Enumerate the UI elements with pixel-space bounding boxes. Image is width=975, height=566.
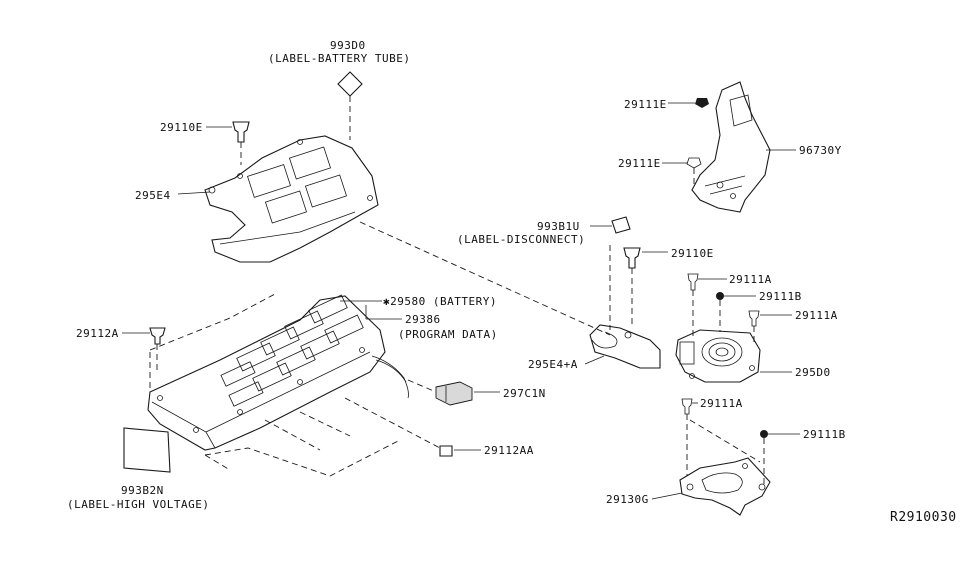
label-96730Y: 96730Y bbox=[766, 144, 842, 157]
battery-modules bbox=[220, 294, 364, 407]
svg-text:993B1U: 993B1U bbox=[537, 220, 580, 233]
svg-text:29111A: 29111A bbox=[700, 397, 743, 410]
svg-text:29112AA: 29112AA bbox=[484, 444, 534, 457]
bolt-29110E-b: 29110E bbox=[623, 247, 714, 325]
service-plug-295D0: 295D0 bbox=[675, 329, 831, 383]
svg-text:29111A: 29111A bbox=[795, 309, 838, 322]
label-29386: 29386 (PROGRAM DATA) bbox=[365, 305, 498, 341]
svg-text:295E4+A: 295E4+A bbox=[528, 358, 578, 371]
battery-pack-29580 bbox=[147, 294, 409, 451]
bolt-29111A-b: 29111A bbox=[748, 309, 838, 345]
bracket-295E4A: 295E4+A bbox=[528, 324, 661, 371]
svg-text:295E4: 295E4 bbox=[135, 189, 171, 202]
bolt-29111E-b: 29111E bbox=[618, 157, 702, 186]
svg-text:993D0: 993D0 bbox=[330, 39, 366, 52]
svg-text:96730Y: 96730Y bbox=[799, 144, 842, 157]
label-tag-shape bbox=[337, 71, 363, 97]
bolt-29112A: 29112A bbox=[76, 327, 166, 372]
svg-text:(LABEL-HIGH VOLTAGE): (LABEL-HIGH VOLTAGE) bbox=[67, 498, 209, 511]
bolt-29111B-a: 29111B bbox=[716, 290, 802, 332]
label-battery-tube: 993D0 (LABEL-BATTERY TUBE) bbox=[268, 39, 410, 140]
bolt-29111B-b: 29111B bbox=[760, 428, 846, 486]
bolt-29111E-a: 29111E bbox=[624, 98, 709, 111]
bolt-29111A-a: 29111A bbox=[687, 273, 772, 336]
svg-text:29111E: 29111E bbox=[624, 98, 667, 111]
label-295E4: 295E4 bbox=[135, 189, 211, 202]
svg-text:29386: 29386 bbox=[405, 313, 441, 326]
label-disconnect: 993B1U (LABEL-DISCONNECT) bbox=[457, 216, 631, 330]
bracket-29130G: 29130G bbox=[606, 419, 771, 516]
svg-text:(LABEL-BATTERY TUBE): (LABEL-BATTERY TUBE) bbox=[268, 52, 410, 65]
svg-text:29111A: 29111A bbox=[729, 273, 772, 286]
svg-text:29112A: 29112A bbox=[76, 327, 119, 340]
bolt-29110E-a: 29110E bbox=[160, 121, 250, 165]
svg-text:993B2N: 993B2N bbox=[121, 484, 164, 497]
svg-text:29111B: 29111B bbox=[803, 428, 846, 441]
hv-label-plate bbox=[123, 427, 171, 473]
bolt-29111A-c: 29111A bbox=[681, 397, 743, 476]
svg-text:297C1N: 297C1N bbox=[503, 387, 546, 400]
svg-text:(PROGRAM DATA): (PROGRAM DATA) bbox=[398, 328, 498, 341]
label-29580: ✱29580 (BATTERY) bbox=[340, 295, 497, 308]
svg-text:29111E: 29111E bbox=[618, 157, 661, 170]
bolt-29112AA: 29112AA bbox=[344, 397, 534, 457]
connector-297C1N: 297C1N bbox=[407, 379, 546, 406]
heat-shield-96730Y bbox=[691, 81, 771, 213]
battery-cover bbox=[204, 135, 379, 263]
reference-code: R2910030 bbox=[890, 510, 957, 525]
label-high-voltage: 993B2N (LABEL-HIGH VOLTAGE) bbox=[67, 427, 209, 511]
svg-text:29110E: 29110E bbox=[671, 247, 714, 260]
svg-text:✱29580 (BATTERY): ✱29580 (BATTERY) bbox=[383, 295, 497, 308]
svg-text:295D0: 295D0 bbox=[795, 366, 831, 379]
svg-text:(LABEL-DISCONNECT): (LABEL-DISCONNECT) bbox=[457, 233, 585, 246]
svg-text:29110E: 29110E bbox=[160, 121, 203, 134]
svg-text:29111B: 29111B bbox=[759, 290, 802, 303]
svg-text:29130G: 29130G bbox=[606, 493, 649, 506]
